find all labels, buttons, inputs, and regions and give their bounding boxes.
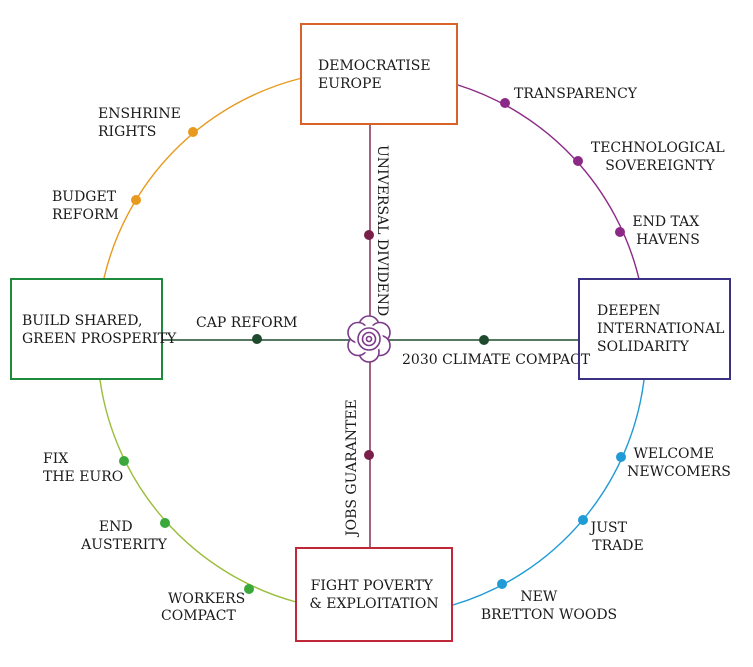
cap-reform-dot bbox=[252, 334, 262, 344]
new-bretton-woods-label: NEW BRETTON WOODS bbox=[481, 589, 617, 623]
technological-sovereignty-label: TECHNOLOGICAL SOVEREIGNTY bbox=[591, 140, 729, 174]
end-tax-havens-label: END TAX HAVENS bbox=[632, 214, 703, 248]
deepen-solidarity-box bbox=[578, 278, 731, 380]
fix-the-euro-dot bbox=[119, 456, 129, 466]
build-prosperity-box bbox=[10, 278, 163, 380]
technological-sovereignty-dot bbox=[573, 156, 583, 166]
universal-dividend-dot bbox=[364, 230, 374, 240]
transparency-dot bbox=[500, 98, 510, 108]
new-bretton-woods-dot bbox=[497, 579, 507, 589]
arc-deepen-to-fight bbox=[452, 379, 645, 606]
just-trade-dot bbox=[578, 515, 588, 525]
universal-dividend-label: UNIVERSAL DIVIDEND bbox=[374, 145, 390, 316]
end-austerity-label: END AUSTERITY bbox=[80, 519, 167, 553]
budget-reform-label: BUDGET REFORM bbox=[52, 189, 121, 223]
workers-compact-dot bbox=[244, 584, 254, 594]
democratise-europe-label: DEMOCRATISE EUROPE bbox=[318, 58, 435, 92]
workers-compact-label: WORKERS COMPACT bbox=[161, 591, 250, 624]
arc-fight-to-build bbox=[99, 379, 297, 603]
center-flower-icon bbox=[347, 315, 391, 363]
jobs-guarantee-label: JOBS GUARANTEE bbox=[344, 399, 360, 538]
transparency-label: TRANSPARENCY bbox=[514, 86, 638, 102]
fight-poverty-box bbox=[295, 547, 453, 642]
welcome-newcomers-dot bbox=[616, 452, 626, 462]
deepen-solidarity-label: DEEPEN INTERNATIONAL SOLIDARITY bbox=[597, 303, 729, 355]
end-tax-havens-dot bbox=[615, 227, 625, 237]
fight-poverty-label: FIGHT POVERTY & EXPLOITATION bbox=[309, 578, 438, 612]
democratise-europe-box bbox=[300, 23, 458, 125]
climate-compact-label: 2030 CLIMATE COMPACT bbox=[402, 352, 591, 368]
cap-reform-label: CAP REFORM bbox=[196, 315, 298, 331]
just-trade-label: JUST TRADE bbox=[589, 520, 644, 554]
build-prosperity-label: BUILD SHARED, GREEN PROSPERITY bbox=[22, 313, 177, 347]
fix-the-euro-label: FIX THE EURO bbox=[43, 451, 123, 485]
budget-reform-dot bbox=[131, 195, 141, 205]
enshrine-rights-label: ENSHRINE RIGHTS bbox=[98, 106, 185, 140]
welcome-newcomers-label: WELCOME NEWCOMERS bbox=[627, 446, 731, 480]
jobs-guarantee-dot bbox=[364, 450, 374, 460]
arc-build-to-democratise bbox=[103, 77, 303, 279]
end-austerity-dot bbox=[160, 518, 170, 528]
arc-democratise-to-deepen bbox=[457, 84, 640, 280]
climate-compact-dot bbox=[479, 335, 489, 345]
enshrine-rights-dot bbox=[188, 127, 198, 137]
